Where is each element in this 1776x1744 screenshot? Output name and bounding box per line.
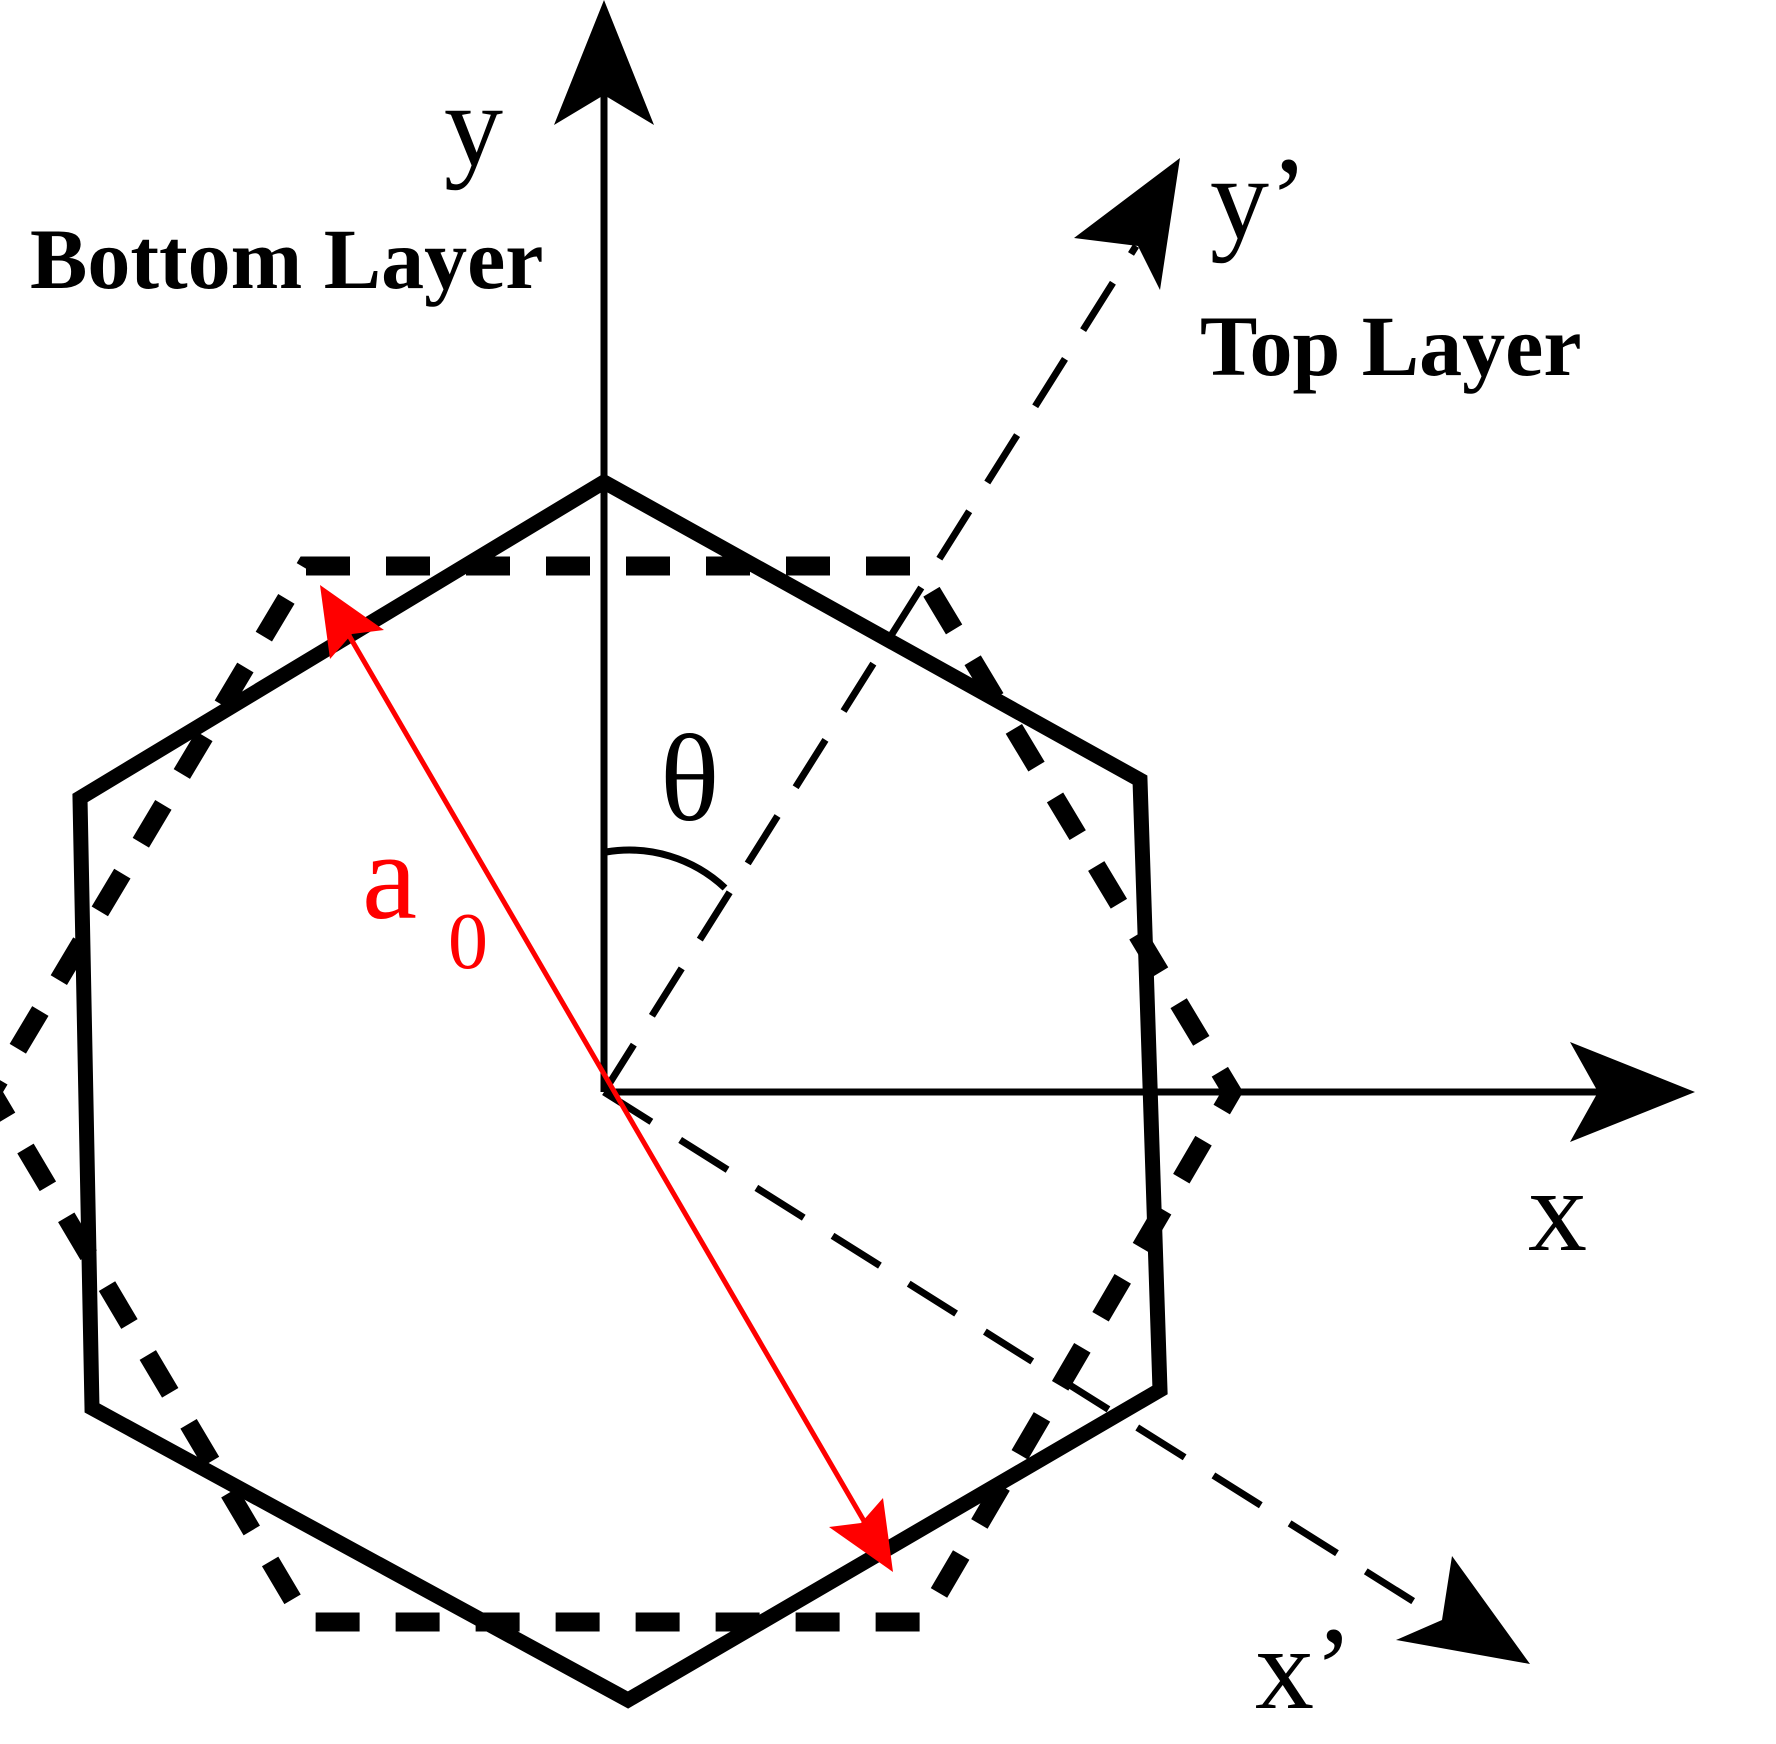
lattice-constant-arrowhead-start [320, 585, 384, 659]
x-prime-axis-label: x’ [1255, 1603, 1353, 1734]
theta-label: θ [660, 710, 719, 847]
lattice-constant-symbol: a [362, 808, 417, 945]
x-prime-axis-line [602, 1089, 1442, 1621]
x-axis-arrowhead [1570, 1042, 1695, 1142]
lattice-constant-line [337, 618, 878, 1542]
x-prime-axis-arrowhead [1396, 1556, 1530, 1664]
lattice-constant-arrowhead-end [829, 1498, 893, 1572]
y-axis-label: y [444, 60, 503, 191]
bottom-layer-label: Bottom Layer [30, 211, 543, 307]
top-layer-label: Top Layer [1200, 298, 1582, 394]
y-prime-axis-label: y’ [1210, 133, 1308, 264]
y-axis-arrowhead [554, 0, 654, 125]
bottom-layer-hexagon [72, 473, 1168, 1709]
lattice-constant-label: a 0 [362, 808, 488, 986]
y-prime-axis-arrowhead [1074, 158, 1180, 290]
theta-angle-arc [605, 846, 728, 891]
lattice-constant-subscript: 0 [448, 898, 488, 986]
y-prime-axis-line [601, 244, 1139, 1094]
x-axis-label: x [1528, 1145, 1587, 1276]
